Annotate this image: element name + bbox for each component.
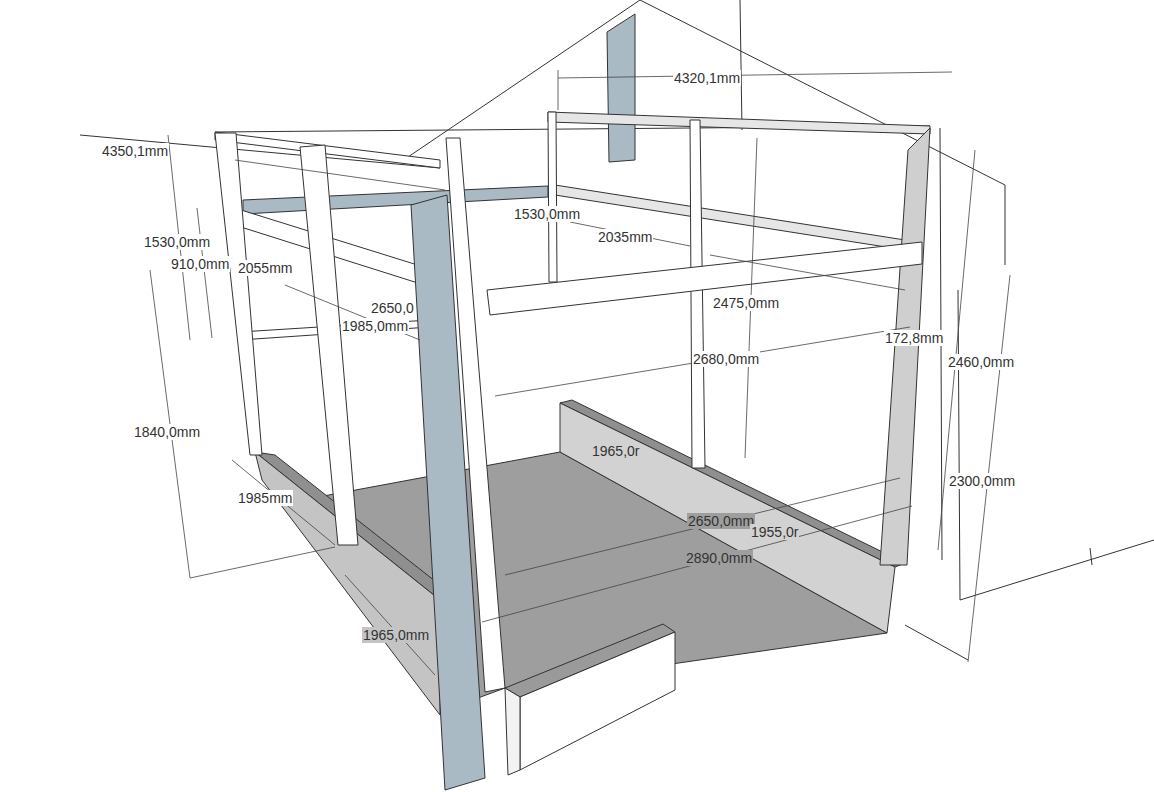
dimension-label: 1985mm xyxy=(237,490,293,506)
dimension-label: 2890,0mm xyxy=(685,550,753,566)
dimension-label: 2680,0mm xyxy=(692,351,760,367)
dimension-label: 1965,0r xyxy=(591,443,640,459)
dimension-label: 4320,1mm xyxy=(673,70,741,86)
dimension-label: 2650,0mm xyxy=(687,513,755,529)
dimension-label: 2035mm xyxy=(597,229,653,245)
dimension-label: 1955,0r xyxy=(750,524,799,540)
dimension-label: 2475,0mm xyxy=(712,295,780,311)
dimension-label: 1530,0mm xyxy=(513,206,581,222)
dimension-label: 1530,0mm xyxy=(143,234,211,250)
dimension-label: 2055mm xyxy=(237,260,293,276)
dimension-label: 172,8mm xyxy=(884,330,944,346)
dimension-label: 910,0mm xyxy=(170,256,230,272)
dimension-label: 1985,0mm xyxy=(341,318,409,334)
dimension-label: 1965,0mm xyxy=(362,627,430,643)
dimension-label: 2650,0 xyxy=(370,300,415,316)
dimension-label: 2300,0mm xyxy=(948,473,1016,489)
dimension-label: 2460,0mm xyxy=(947,354,1015,370)
dimension-label: 1840,0mm xyxy=(133,424,201,440)
dimension-label: 4350,1mm xyxy=(101,143,169,159)
